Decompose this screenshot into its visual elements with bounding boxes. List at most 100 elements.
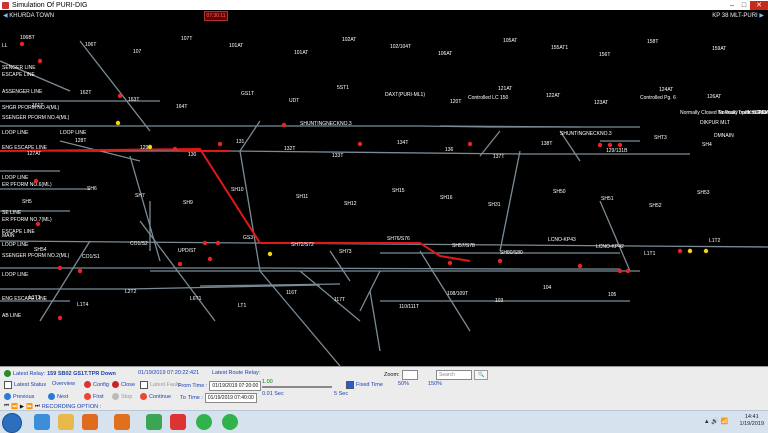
rec-play-icon[interactable]: ▶	[19, 403, 25, 410]
track-id-label: 136	[445, 147, 454, 153]
track-id-label: 110/111T	[399, 304, 419, 310]
continue-button[interactable]: Continue	[149, 393, 172, 400]
section-label: Controlled LC 150	[468, 95, 509, 101]
signal-red	[57, 265, 63, 271]
section-label: SHUNTINGNECKNO.3	[560, 131, 612, 137]
stop-button[interactable]: Stop	[121, 393, 133, 400]
track-id-label: 108/109T	[447, 291, 468, 297]
track-id-label: 104	[543, 285, 552, 291]
track-id-label: 123AT	[594, 100, 608, 106]
app-green-icon[interactable]	[196, 414, 212, 430]
track-id-label: SH5	[22, 199, 32, 205]
right-station-label: KP 38 MLT-PURI	[712, 13, 758, 19]
media-icon[interactable]	[82, 414, 98, 430]
left-track-label: LOOP LINE	[2, 272, 29, 278]
ie-icon[interactable]	[34, 414, 50, 430]
track-id-label: SH76/S76	[387, 236, 410, 242]
track-id-label: 127AT	[27, 151, 41, 157]
signal-red	[177, 261, 183, 267]
latest-status-checkbox[interactable]	[4, 381, 12, 389]
signal-red	[57, 315, 63, 321]
to-time-input[interactable]: 01/19/2019 07:40:00	[204, 393, 257, 403]
start-button[interactable]	[2, 413, 22, 433]
search-button[interactable]: 🔍	[474, 370, 489, 380]
crossover-line-0	[79, 40, 151, 132]
track-id-label: L2T2	[125, 289, 137, 295]
zoom-field[interactable]	[401, 370, 418, 380]
crossover-line-13	[559, 130, 581, 162]
track-id-label: 158T	[647, 39, 658, 45]
app-green2-icon[interactable]	[222, 414, 238, 430]
track-id-label: L1T2	[709, 238, 721, 244]
left-track-label: LOOP LINE	[2, 130, 29, 136]
track-id-label: 138T	[541, 141, 552, 147]
crossover-line-6	[239, 120, 261, 152]
search-input[interactable]: Search	[436, 370, 472, 380]
tray-icons[interactable]: ▲ 🔊 📶	[703, 419, 728, 425]
right-station[interactable]: KP 38 MLT-PURI ▶	[712, 13, 764, 19]
track-id-label: L1T1	[644, 251, 656, 257]
track-id-label: 131	[236, 139, 245, 145]
taskbar-clock[interactable]: 14:41 1/19/2019	[740, 414, 764, 428]
rec-last-icon[interactable]: ⏭	[34, 403, 40, 409]
rec-prev-icon[interactable]: ⏪	[10, 403, 18, 410]
previous-button[interactable]: Previous	[13, 393, 35, 400]
section-label: DMNAIN	[714, 133, 734, 139]
recording-options-label: RECORDING OPTION :	[41, 403, 102, 410]
track-id-label: 164T	[176, 104, 187, 110]
fixed-time-checkbox[interactable]	[346, 381, 354, 389]
track-id-label: 133T	[332, 153, 343, 159]
paint-icon[interactable]	[170, 414, 186, 430]
track-id-label: 156T	[599, 52, 610, 58]
firefox-icon[interactable]	[114, 414, 130, 430]
from-time-input[interactable]: 01/19/2019 07:20:00	[209, 381, 262, 391]
section-label: LOOP LINE	[60, 130, 87, 136]
latest-faults-checkbox[interactable]	[140, 381, 148, 389]
track-id-label: 129/131B	[606, 148, 628, 154]
next-icon	[48, 393, 55, 400]
track-line-2	[0, 150, 690, 155]
track-id-label: 130	[188, 152, 197, 158]
taskbar-date: 1/19/2019	[739, 421, 764, 427]
left-track-label: SE LINE	[2, 210, 22, 216]
left-track-label: ENG ESCAPE LINE	[2, 145, 48, 151]
close-window-button[interactable]: ✕	[750, 0, 768, 10]
track-id-label: GS1T	[241, 91, 254, 97]
close-button[interactable]: Close	[121, 381, 136, 388]
window-title: Simulation Of PURI-DIG	[12, 1, 88, 9]
config-button[interactable]: Config	[93, 381, 109, 388]
left-track-label: LOOP LINE	[2, 175, 29, 181]
signal-red	[447, 260, 453, 266]
left-track-label: LL	[2, 43, 8, 49]
track-id-label: 5ST1	[337, 85, 349, 91]
track-id-label: 132T	[284, 146, 295, 152]
signal-red	[33, 178, 39, 184]
rec-next-icon[interactable]: ⏩	[26, 403, 33, 410]
chrome-icon[interactable]	[146, 414, 162, 430]
track-id-label: 121AT	[498, 86, 512, 92]
signal-red	[19, 41, 25, 47]
track-id-label: CO1/S1	[82, 254, 100, 260]
track-id-label: SH16	[440, 195, 453, 201]
track-id-label: 103	[495, 298, 504, 304]
maximize-button[interactable]: □	[741, 1, 747, 9]
station-header: ◀ KHURDA TOWN 07:30:11 KP 38 MLT-PURI ▶	[0, 10, 768, 21]
left-station[interactable]: ◀ KHURDA TOWN	[3, 13, 55, 19]
signal-yellow	[703, 248, 709, 254]
track-id-label: 126AT	[707, 94, 721, 100]
track-id-label: 106AT	[438, 51, 452, 57]
track-id-label: SH80/S80	[500, 250, 523, 256]
folder-icon[interactable]	[58, 414, 74, 430]
signal-red	[217, 141, 223, 147]
left-track-label: SHGR PFORM NO.4(ML)	[2, 105, 60, 111]
speed-slider[interactable]	[262, 386, 332, 388]
first-button[interactable]: First	[93, 393, 104, 400]
signal-yellow	[687, 248, 693, 254]
minimize-button[interactable]: –	[730, 1, 734, 9]
latest-route-label: Latest Route Relay:	[212, 370, 261, 376]
next-button[interactable]: Next	[57, 393, 69, 400]
overview-button[interactable]: Overview	[52, 381, 75, 387]
rec-first-icon[interactable]: ⏮	[4, 403, 9, 409]
from-time-label: From Time :	[178, 383, 208, 389]
